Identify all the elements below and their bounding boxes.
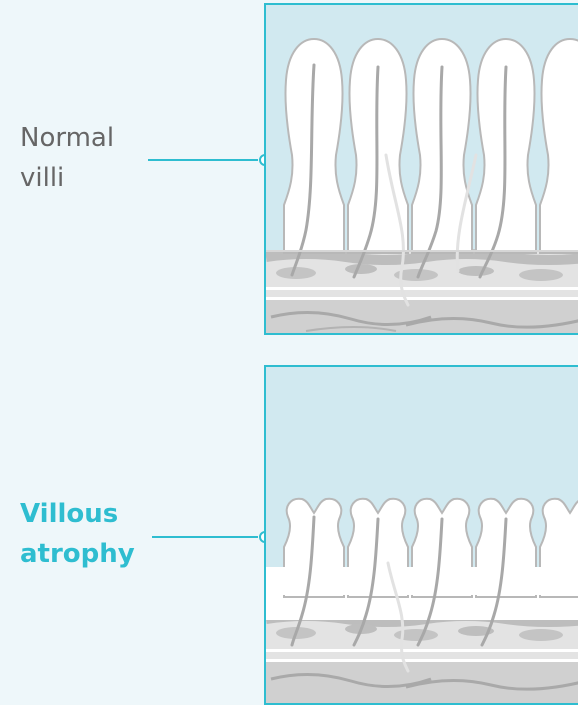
panel-normal-villi <box>264 3 578 335</box>
label-normal-line1: Normal <box>20 118 114 158</box>
label-atrophy-line1: Villous <box>20 494 135 534</box>
label-normal-line2: villi <box>20 158 114 198</box>
label-atrophy-line2: atrophy <box>20 534 135 574</box>
label-normal-villi: Normal villi <box>20 118 114 198</box>
leader-line-atrophy <box>152 536 258 538</box>
atrophied-villi-illustration <box>266 367 578 705</box>
villi-illustration <box>266 5 578 335</box>
leader-line-normal <box>148 159 258 161</box>
panel-villous-atrophy <box>264 365 578 705</box>
label-villous-atrophy: Villous atrophy <box>20 494 135 574</box>
